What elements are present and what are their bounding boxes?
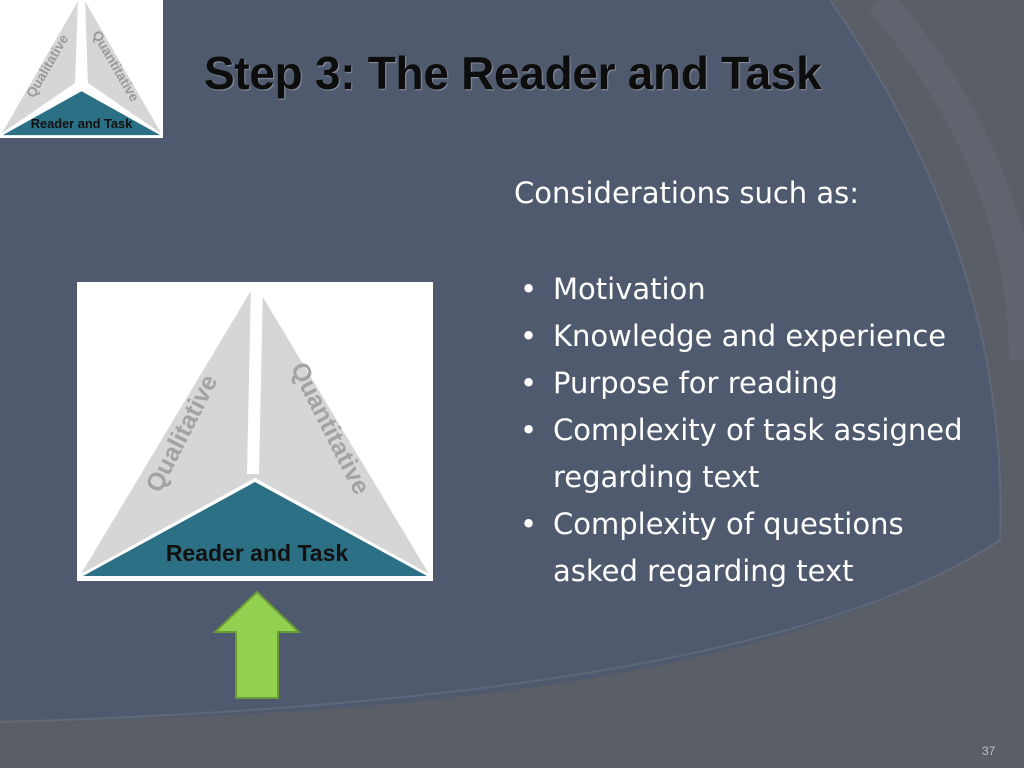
reader-task-triangle-diagram: Qualitative Quantitative Reader and Task [81, 284, 429, 578]
considerations-intro: Considerations such as: [514, 176, 860, 210]
bullet-item: Purpose for reading [514, 360, 994, 407]
bullet-item: Complexity of questions asked regarding … [514, 501, 994, 595]
considerations-text: Considerations such as: Motivation Knowl… [514, 170, 994, 595]
bullet-item: Motivation [514, 266, 994, 313]
considerations-list: Motivation Knowledge and experience Purp… [514, 266, 994, 595]
slide-title: Step 3: The Reader and Task [204, 47, 822, 99]
slide-number: 37 [982, 744, 996, 758]
up-arrow-icon [212, 590, 302, 699]
reader-task-triangle: Qualitative Quantitative Reader and Task [77, 282, 433, 581]
triangle-thumbnail-diagram: Qualitative Quantitative Reader and Task [1, 1, 162, 136]
thumb-reader-task-label: Reader and Task [31, 116, 133, 131]
bullet-item: Complexity of task assigned regarding te… [514, 407, 994, 501]
reader-task-label: Reader and Task [166, 540, 349, 566]
bullet-item: Knowledge and experience [514, 313, 994, 360]
triangle-thumbnail: Qualitative Quantitative Reader and Task [0, 0, 163, 138]
